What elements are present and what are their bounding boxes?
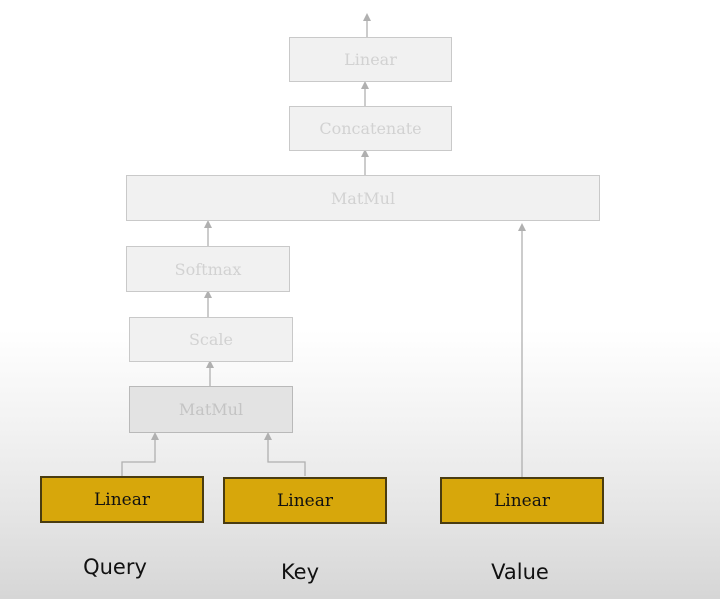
matmul-bottom-block: MatMul bbox=[129, 386, 293, 433]
concatenate-label: Concatenate bbox=[319, 119, 422, 138]
scale-block: Scale bbox=[129, 317, 293, 362]
linear-output-label: Linear bbox=[344, 50, 397, 69]
linear-query-label: Linear bbox=[94, 489, 150, 510]
matmul-bottom-label: MatMul bbox=[178, 400, 244, 419]
matmul-top-block: MatMul bbox=[126, 175, 600, 221]
matmul-top-label: MatMul bbox=[330, 188, 396, 208]
linear-key-block: Linear bbox=[223, 477, 387, 524]
key-to-matmul-connector bbox=[264, 432, 306, 476]
linear-value-block: Linear bbox=[440, 477, 604, 524]
scale-label: Scale bbox=[188, 330, 234, 349]
linear-value-label: Linear bbox=[494, 490, 550, 511]
linear-key-label: Linear bbox=[277, 490, 333, 511]
linear-query-block: Linear bbox=[40, 476, 204, 523]
key-input-label: Key bbox=[280, 560, 320, 584]
linear-output-block: Linear bbox=[289, 37, 452, 82]
softmax-block: Softmax bbox=[126, 246, 290, 292]
softmax-label: Softmax bbox=[174, 259, 242, 279]
query-to-matmul-connector bbox=[121, 432, 159, 476]
concatenate-block: Concatenate bbox=[289, 106, 452, 151]
query-input-label: Query bbox=[83, 555, 147, 579]
value-input-label: Value bbox=[491, 560, 549, 584]
